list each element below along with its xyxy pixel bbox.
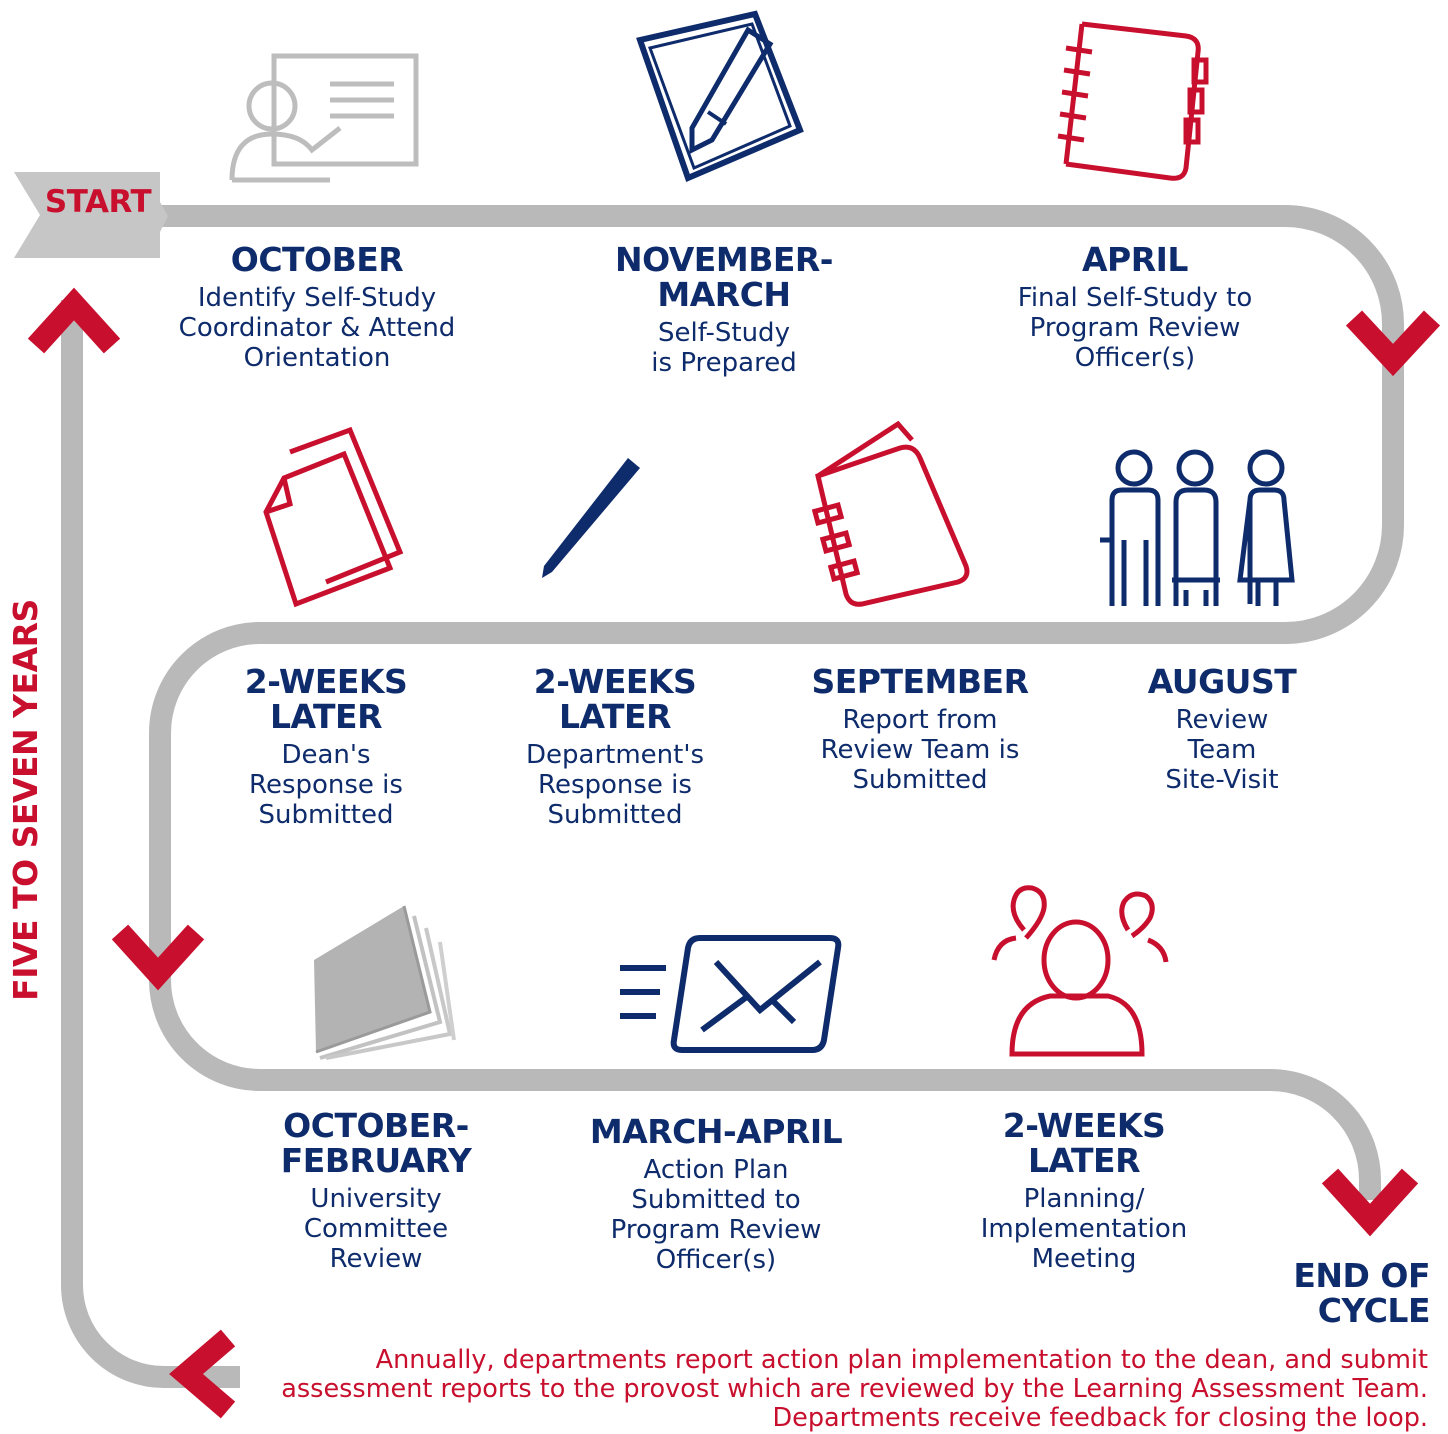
stage-october: OCTOBER Identify Self-Study Coordinator … (172, 242, 462, 373)
process-path (149, 205, 1404, 1200)
presentation-icon (229, 53, 419, 183)
pen-icon (542, 458, 640, 578)
stage-department-response: 2-WEEKS LATER Department's Response is S… (510, 664, 720, 830)
stage-description: Action Plan Submitted to Program Review … (610, 1155, 822, 1275)
book-pages-icon (314, 905, 456, 1060)
pen-on-paper-icon (636, 10, 804, 183)
stage-title: APRIL (1082, 240, 1188, 279)
start-label: START (44, 184, 152, 220)
chevron-down-icon (111, 924, 205, 991)
stage-title: SEPTEMBER (811, 662, 1030, 701)
stage-title: 2-WEEKS LATER (244, 662, 408, 736)
end-label: END OF CYCLE (1293, 1256, 1430, 1330)
footer-note: Annually, departments report action plan… (281, 1345, 1428, 1433)
stage-description: Report from Review Team is Submitted (820, 705, 1020, 795)
chevron-down-icon (1345, 310, 1441, 377)
stage-dean-response: 2-WEEKS LATER Dean's Response is Submitt… (232, 664, 420, 830)
envelope-icon (620, 935, 842, 1053)
stage-description: Planning/ Implementation Meeting (980, 1184, 1188, 1274)
start-banner (14, 172, 168, 258)
people-icon (1100, 449, 1295, 606)
stage-description: Department's Response is Submitted (525, 740, 705, 830)
stage-description: Identify Self-Study Coordinator & Attend… (178, 283, 456, 373)
stage-title: NOVEMBER-MARCH (614, 240, 834, 314)
stage-september: SEPTEMBER Report from Review Team is Sub… (806, 664, 1034, 795)
stage-title: AUGUST (1147, 662, 1297, 701)
stage-april: APRIL Final Self-Study to Program Review… (1006, 242, 1264, 373)
return-path (61, 300, 240, 1388)
stage-march-april: MARCH-APRIL Action Plan Submitted to Pro… (582, 1114, 850, 1275)
documents-icon (263, 426, 404, 608)
stage-title: OCTOBER (230, 240, 404, 279)
stage-description: University Committee Review (303, 1184, 449, 1274)
stage-title: MARCH-APRIL (589, 1112, 843, 1151)
stage-october-february: OCTOBER-FEBRUARY University Committee Re… (276, 1108, 476, 1274)
notebook-icon (1057, 21, 1209, 181)
stage-description: Dean's Response is Submitted (249, 740, 403, 830)
stage-title: OCTOBER-FEBRUARY (280, 1106, 472, 1180)
stage-planning-meeting: 2-WEEKS LATER Planning/ Implementation M… (962, 1108, 1206, 1274)
folder-icon (811, 420, 970, 607)
stage-title: 2-WEEKS LATER (1002, 1106, 1166, 1180)
stage-august: AUGUST Review Team Site-Visit (1130, 664, 1314, 795)
chevron-left-icon (169, 1329, 236, 1419)
chevron-up-icon (27, 287, 121, 354)
cycle-duration-label: FIVE TO SEVEN YEARS (6, 599, 45, 1001)
meeting-icon (991, 885, 1169, 1057)
chevron-down-icon (1321, 1168, 1419, 1237)
stage-description: Self-Study is Prepared (651, 318, 797, 378)
stage-title: 2-WEEKS LATER (533, 662, 697, 736)
stage-description: Review Team Site-Visit (1165, 705, 1279, 795)
stage-november-march: NOVEMBER-MARCH Self-Study is Prepared (606, 242, 842, 378)
stage-description: Final Self-Study to Program Review Offic… (1017, 283, 1253, 373)
